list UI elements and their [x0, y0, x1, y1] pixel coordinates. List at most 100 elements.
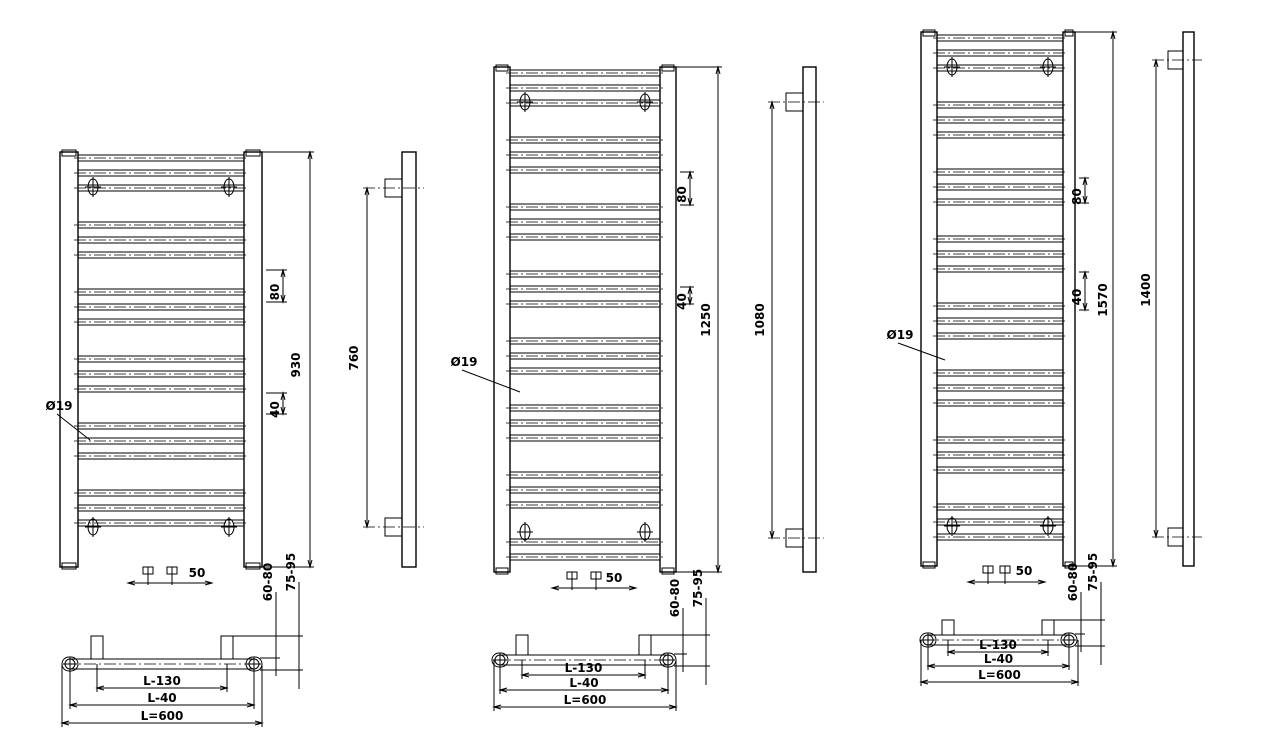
leader-line [56, 413, 91, 441]
end-cap [661, 567, 675, 575]
arrow-head [204, 580, 214, 586]
height-dimension-label: 1570 [1096, 283, 1110, 316]
valve-stub-icon [941, 619, 955, 636]
end-cap [661, 64, 675, 72]
arrow-head [628, 585, 638, 591]
arrow-head [687, 285, 693, 295]
height-dimension-label: 1250 [699, 303, 713, 336]
arrow-head [1070, 679, 1080, 685]
end-cap [245, 562, 261, 570]
arrow-head [492, 704, 502, 710]
valve-stub-icon [515, 634, 529, 656]
arrow-head [219, 685, 229, 691]
end-cap [495, 567, 509, 575]
arrow-head [364, 186, 370, 196]
arrow-head [1110, 558, 1116, 568]
valve-stub-icon [638, 634, 652, 656]
arrow-head [60, 720, 70, 726]
side-profile [401, 151, 417, 568]
arrow-head [1037, 579, 1047, 585]
arrow-head [919, 679, 929, 685]
wall-distance-min-label: 60-80 [668, 579, 682, 617]
end-cap [61, 149, 77, 157]
total-width-label: L=600 [564, 693, 607, 707]
arrow-head [550, 585, 560, 591]
arrow-head [126, 580, 136, 586]
arrow-head [520, 672, 530, 678]
side-profile [802, 66, 817, 573]
side-view: 760 [347, 151, 424, 568]
wall-distance-min-label: 60-80 [1066, 563, 1080, 601]
pipe-spacing-label: 50 [606, 571, 623, 585]
arrow-head [966, 579, 976, 585]
arrow-head [687, 296, 693, 306]
arrow-head [769, 100, 775, 110]
arrow-head [687, 197, 693, 207]
arrow-head [364, 519, 370, 529]
arrow-head [254, 720, 264, 726]
side-column [59, 151, 79, 568]
end-cap [922, 29, 936, 37]
bar-spacing-40-label: 40 [268, 401, 282, 418]
arrow-head [660, 687, 670, 693]
bracket-spacing-label: 1400 [1139, 273, 1153, 306]
side-view: 1400 [1139, 31, 1202, 567]
arrow-head [1040, 649, 1050, 655]
side-column [920, 31, 938, 567]
arrow-head [1153, 529, 1159, 539]
side-column [1062, 31, 1076, 567]
bar-spacing-40-label: 40 [1070, 289, 1084, 306]
pipe-spacing-label: 50 [189, 566, 206, 580]
arrow-head [280, 406, 286, 416]
arrow-head [687, 170, 693, 180]
end-cap [1064, 561, 1074, 569]
valve-stub-icon [220, 635, 234, 660]
arrow-head [926, 663, 936, 669]
arrow-head [637, 672, 647, 678]
end-cap [922, 561, 936, 569]
arrow-head [280, 391, 286, 401]
arrow-head [668, 704, 678, 710]
tube-diameter-label: Ø19 [451, 355, 478, 369]
arrow-head [1153, 58, 1159, 68]
height-dimension-label: 930 [289, 352, 303, 377]
arrow-head [1082, 195, 1088, 205]
arrow-head [1061, 663, 1071, 669]
wall-distance-min-label: 60-80 [261, 563, 275, 601]
bar-spacing-40-label: 40 [675, 293, 689, 310]
end-cap [245, 149, 261, 157]
arrow-head [246, 702, 256, 708]
arrow-head [1082, 176, 1088, 186]
tube-diameter-label: Ø19 [887, 328, 914, 342]
pipe-width-label: L-130 [143, 674, 181, 688]
arrow-head [280, 268, 286, 278]
bracket-spacing-label: 1080 [753, 303, 767, 336]
arrow-head [280, 294, 286, 304]
arrow-head [95, 685, 105, 691]
bar-spacing-80-label: 80 [675, 186, 689, 203]
side-profile [1182, 31, 1195, 567]
arrow-head [715, 564, 721, 574]
pipe-width-label: L-130 [979, 638, 1017, 652]
pipe-width-label: L-130 [565, 661, 603, 675]
arrow-head [715, 65, 721, 75]
wall-distance-max-label: 75-95 [1086, 553, 1100, 591]
bar-spacing-80-label: 80 [1070, 188, 1084, 205]
end-cap [61, 562, 77, 570]
arrow-head [307, 559, 313, 569]
bracket-width-label: L-40 [984, 652, 1013, 666]
leader-line [461, 369, 521, 393]
bracket-width-label: L-40 [147, 691, 176, 705]
bracket-width-label: L-40 [569, 676, 598, 690]
wall-distance-max-label: 75-95 [691, 569, 705, 607]
leader-line [897, 342, 946, 361]
arrow-head [946, 649, 956, 655]
